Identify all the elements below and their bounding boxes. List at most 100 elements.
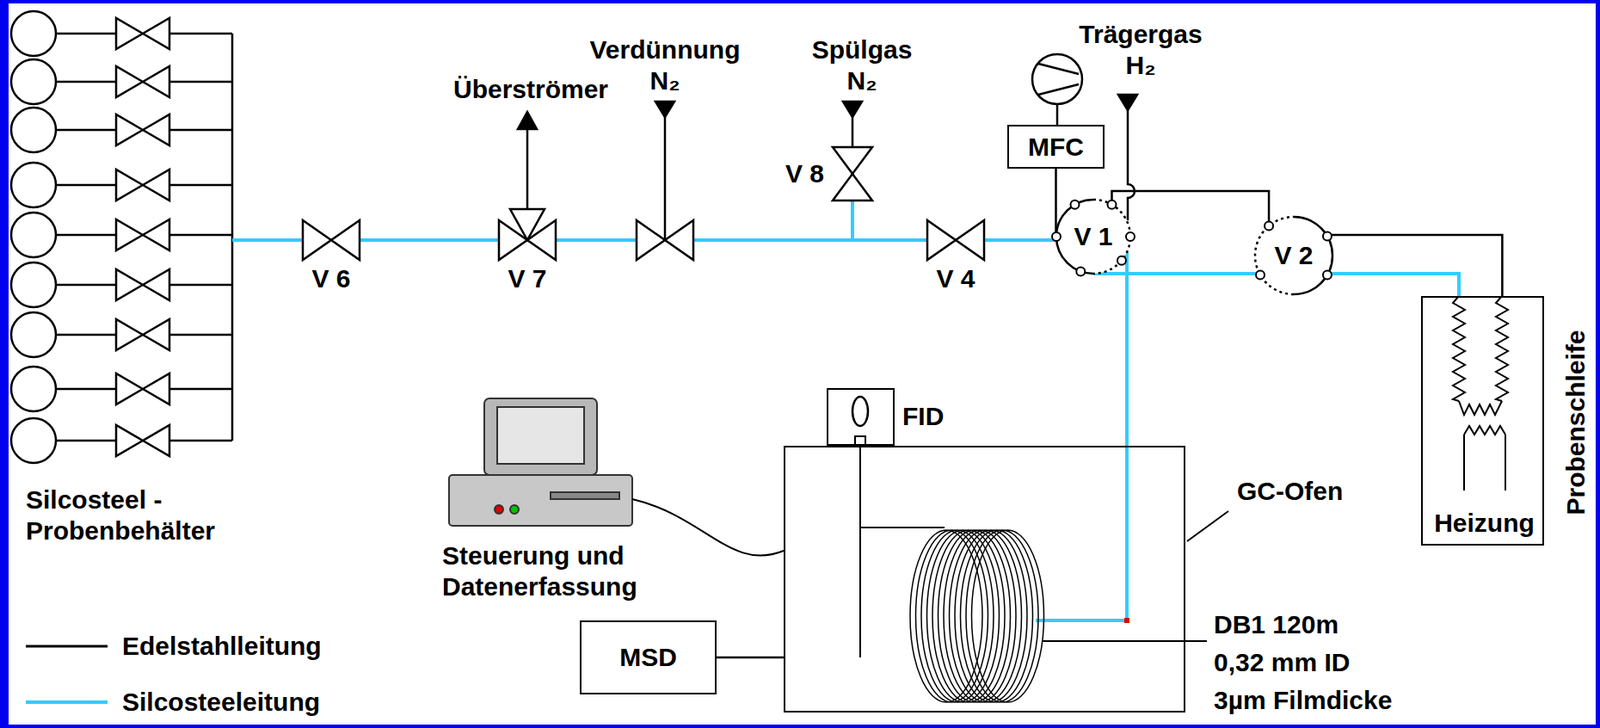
valve-port [1076,266,1085,276]
sample-rack [116,114,170,146]
valve-half [636,220,665,260]
valve-outline [498,220,556,260]
legend-sample [25,646,108,702]
computer-icon [484,398,597,475]
column-coil [972,529,1045,702]
compressor-symbol [1032,54,1083,105]
switching-valve: V 2 [1253,215,1335,296]
sample-rack [169,439,233,443]
detector-line [852,396,945,658]
valve-half [832,147,873,174]
valve-bowtie [302,220,360,260]
sample-loop [1463,434,1465,491]
valve-outline [1052,199,1135,276]
gas-inlet [851,116,855,148]
sample-rack [116,269,170,301]
sample-rack [11,312,56,357]
gas-inlet [664,116,667,240]
sample-rack [55,233,117,237]
node-label: V 4 [935,263,975,295]
compressor-symbol [1056,104,1059,125]
node-label: Probenschleife [1560,329,1592,515]
valve-outline [636,220,694,260]
column-spec: 0,32 mm ID [1213,646,1350,678]
node-label: MSD [619,641,677,673]
sample-rack [169,387,233,391]
compressor-symbol [1038,63,1079,74]
node-label: V 8 [785,158,825,190]
node-sublabel: Heizung [1433,507,1535,539]
sample-rack [11,262,56,308]
valve-port [1323,270,1332,280]
sample-rack [11,366,56,412]
sample-rack [11,11,233,463]
sample-rack [169,184,233,187]
gas-inlet [1127,110,1135,221]
sample-loop [1452,295,1508,491]
sample-rack [116,373,170,405]
legend-label: Edelstahlleitung [122,630,322,662]
sample-rack [55,80,117,84]
silcosteel-pipe [232,238,303,242]
sample-rack [169,32,233,36]
valve-half [955,220,985,260]
node-label: V 2 [1273,240,1313,271]
sample-rack [169,129,233,132]
steel-line [1326,234,1502,296]
column-coil [910,529,1045,702]
valve-port [1126,232,1135,241]
sample-rack [169,333,233,337]
sample-rack [11,162,56,208]
valve-half [302,220,332,260]
valve-bowtie [832,147,873,201]
valve-bowtie [636,220,694,260]
valve-bowtie [927,220,985,260]
node-label: FID [902,400,944,432]
data-cable [632,498,784,556]
steel-line [716,656,784,659]
gas-inlet [655,101,675,117]
sample-rack [55,32,117,36]
valve-face [1056,199,1131,274]
legend-sample [25,645,108,648]
silcosteel-line [852,200,928,240]
valve-outline [927,220,985,260]
valve-port [1264,221,1274,231]
compressor-symbol [1038,84,1079,95]
sample-rack [116,169,170,201]
computer-icon [449,474,633,526]
sample-rack [55,439,117,443]
leader-line [1187,510,1229,542]
gas-label: Trägergas H₂ [1078,18,1202,81]
sample-rack [231,33,234,441]
sample-rack [55,184,117,187]
sample-rack [116,66,170,98]
column-mark [1124,617,1130,623]
sample-rack [55,333,117,337]
node-label: MFC [1027,131,1084,163]
valve-port [1070,200,1080,210]
sample-rack [11,11,56,56]
sample-rack [11,59,56,105]
sample-rack [116,18,170,50]
valve-symbol: V 6 [302,220,360,260]
switching-valve: V 1 [1054,197,1133,276]
valve-half [498,220,528,260]
gas-inlet [843,101,862,117]
dilution-valve: Verdünnung N₂ [636,220,694,260]
computer-icon [550,492,620,499]
valve-port [1255,270,1265,280]
valve-outline [832,147,873,201]
sample-loop [1504,434,1507,491]
overflow-outlet [510,111,545,240]
sample-loop [1495,295,1508,401]
sample-rack [11,212,56,258]
node-label: V 6 [311,263,351,295]
valve-port [1052,232,1061,241]
overflow-outlet [526,127,530,210]
sample-rack [55,129,117,132]
leader-line [1042,640,1207,642]
column-spec: DB1 120m [1213,609,1339,640]
